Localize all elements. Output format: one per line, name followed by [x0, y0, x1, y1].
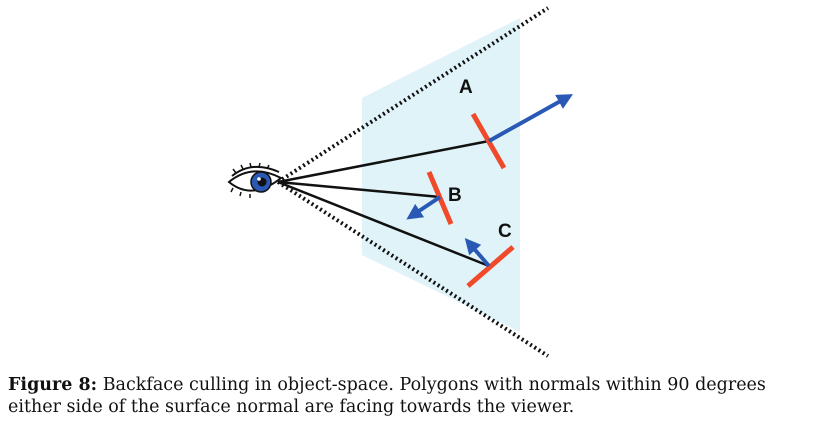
sight-line-c — [277, 180, 490, 268]
polygon-a — [470, 112, 507, 170]
normal-arrow-c — [464, 237, 491, 268]
polygon-label-a: A — [459, 77, 473, 98]
figure-caption-text: Backface culling in object-space. Polygo… — [8, 375, 766, 417]
frustum-edge-bottom — [276, 180, 550, 358]
figure-caption: Figure 8: Backface culling in object-spa… — [8, 374, 823, 418]
polygon-c — [466, 245, 515, 288]
polygon-label-c: C — [498, 221, 512, 242]
sight-line-a — [277, 139, 490, 184]
polygon-label-b: B — [448, 185, 462, 206]
figure-caption-label: Figure 8: — [8, 375, 98, 395]
frustum-edge-top — [276, 6, 550, 184]
eye-icon — [227, 162, 283, 198]
view-region — [362, 18, 520, 332]
normal-arrow-b — [406, 195, 442, 220]
sight-line-b — [277, 180, 441, 199]
normal-arrow-a — [488, 94, 573, 143]
backface-culling-diagram: A B C — [227, 6, 573, 358]
